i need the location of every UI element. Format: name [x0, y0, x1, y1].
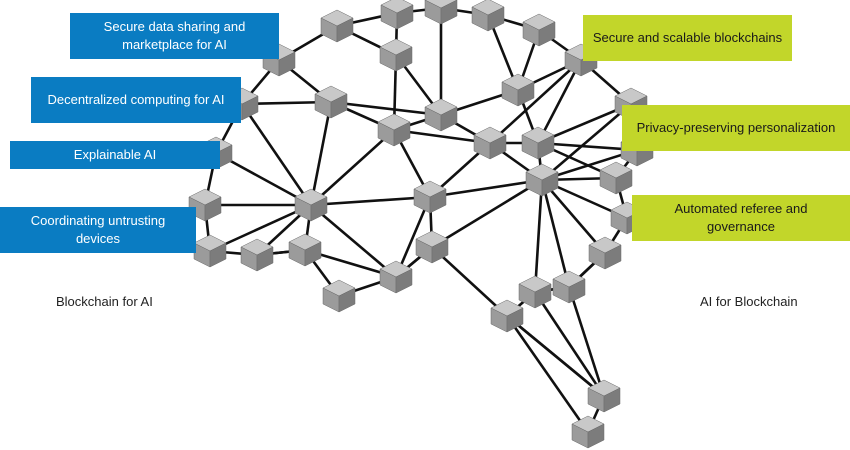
caption-blockchain-for-ai: Blockchain for AI [56, 294, 153, 309]
network-edge [215, 151, 312, 207]
cube-node [501, 73, 535, 107]
cube-node [525, 163, 559, 197]
network-edge [506, 314, 605, 398]
network-edge [489, 59, 582, 144]
right-label-automated-referee: Automated referee and governance [632, 195, 850, 241]
network-edge [310, 129, 395, 206]
caption-ai-for-blockchain: AI for Blockchain [700, 294, 798, 309]
network-edge [505, 315, 590, 433]
cube-node [587, 379, 621, 413]
cube-node [314, 85, 348, 119]
left-label-coordinating-devices: Coordinating untrusting devices [0, 207, 196, 253]
network-edge [540, 179, 571, 288]
left-label-explainable-ai: Explainable AI [10, 141, 220, 169]
cube-node [522, 13, 556, 47]
cube-node [490, 299, 524, 333]
network-edge [330, 100, 442, 117]
network-edge [309, 101, 333, 206]
network-nodes [188, 0, 654, 449]
cube-node [320, 9, 354, 43]
cube-node [413, 180, 447, 214]
network-edge [431, 178, 543, 249]
network-edge [310, 195, 431, 207]
cube-node [473, 126, 507, 160]
cube-node [518, 275, 552, 309]
left-label-data-sharing: Secure data sharing and marketplace for … [70, 13, 279, 59]
cube-node [588, 236, 622, 270]
cube-node [377, 113, 411, 147]
network-edge [537, 141, 638, 152]
left-label-decentralized-computing: Decentralized computing for AI [31, 77, 241, 123]
cube-node [193, 234, 227, 268]
cube-node [521, 126, 555, 160]
cube-node [571, 415, 605, 449]
cube-node [599, 161, 633, 195]
cube-node [471, 0, 505, 32]
network-edge [567, 286, 606, 397]
cube-node [288, 233, 322, 267]
cube-node [294, 188, 328, 222]
network-edge [310, 204, 397, 278]
right-label-secure-blockchains: Secure and scalable blockchains [583, 15, 792, 61]
network-edge [431, 246, 508, 317]
network-edge [536, 59, 583, 144]
network-edge [429, 178, 543, 199]
network-edge [533, 291, 606, 397]
network-edge [541, 179, 606, 254]
cube-node [322, 279, 356, 313]
network-edge [541, 103, 632, 181]
cube-node [424, 98, 458, 132]
network-edge [240, 103, 313, 206]
right-label-privacy-personalization: Privacy-preserving personalization [622, 105, 850, 151]
cube-node [240, 238, 274, 272]
network-edge [209, 203, 312, 253]
network-edge [533, 179, 544, 293]
cube-node [415, 230, 449, 264]
cube-node [424, 0, 458, 25]
cube-node [380, 0, 414, 30]
cube-node [552, 270, 586, 304]
cube-node [379, 38, 413, 72]
cube-node [379, 260, 413, 294]
